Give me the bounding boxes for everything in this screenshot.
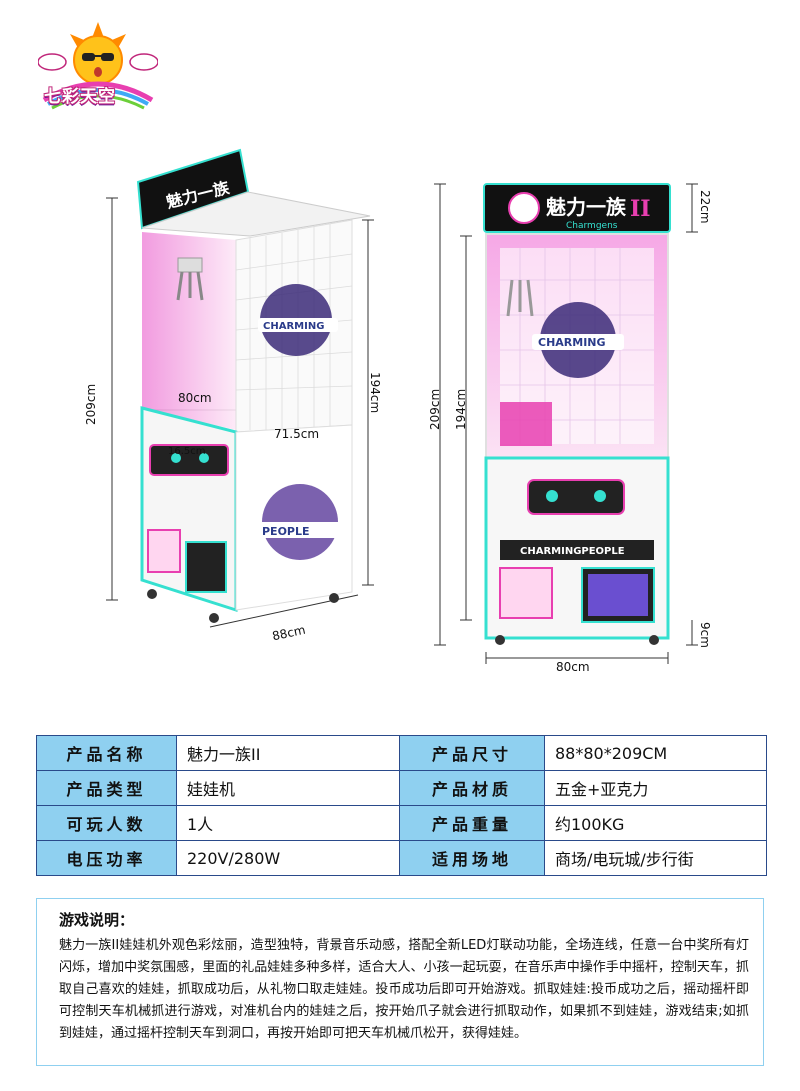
- description-title: 游戏说明：: [59, 911, 135, 929]
- right-width-label: 80cm: [556, 660, 590, 674]
- spec-value: 约100KG: [544, 805, 767, 841]
- spec-table: 产品名称 魅力一族II 产品尺寸 88*80*209CM 产品类型 娃娃机 产品…: [36, 735, 767, 876]
- right-base-label: 9cm: [698, 622, 712, 648]
- spec-value: 魅力一族II: [176, 735, 400, 771]
- right-strip-text: CHARMINGPEOPLE: [520, 546, 625, 557]
- right-cabinet-height-label: 194cm: [454, 388, 468, 430]
- left-height-label: 209cm: [84, 383, 98, 425]
- left-sticker-bottom: PEOPLE: [262, 525, 310, 538]
- table-row: 产品名称 魅力一族II 产品尺寸 88*80*209CM: [36, 735, 767, 771]
- spec-label: 适用场地: [399, 840, 545, 876]
- right-header-label: 22cm: [698, 190, 712, 224]
- spec-value: 220V/280W: [176, 840, 400, 876]
- spec-value: 1人: [176, 805, 400, 841]
- spec-label: 产品名称: [36, 735, 177, 771]
- right-marquee-en: Charmgens: [566, 221, 618, 231]
- spec-label: 产品重量: [399, 805, 545, 841]
- left-cabinet-height-label: 194cm: [368, 372, 382, 414]
- spec-value: 商场/电玩城/步行街: [544, 840, 767, 876]
- left-panel-width-label: 16.5cm: [168, 446, 206, 457]
- right-marquee-numeral: II: [630, 196, 651, 222]
- product-illustration: 魅力一族 CHARMING PEOPLE: [0, 140, 800, 700]
- logo-text: 七彩天空: [44, 87, 116, 107]
- table-row: 可玩人数 1人 产品重量 约100KG: [36, 805, 767, 841]
- table-row: 产品类型 娃娃机 产品材质 五金+亚克力: [36, 770, 767, 806]
- description-body: 魅力一族II娃娃机外观色彩炫丽，造型独特，背景音乐动感，搭配全新LED灯联动功能…: [59, 938, 749, 1041]
- left-inner-width-label: 80cm: [178, 391, 212, 405]
- spec-label: 产品尺寸: [399, 735, 545, 771]
- spec-value: 五金+亚克力: [544, 770, 767, 806]
- spec-label: 产品类型: [36, 770, 177, 806]
- spec-label: 电压功率: [36, 840, 177, 876]
- left-sticker-top: CHARMING: [263, 321, 324, 332]
- right-marquee-text: 魅力一族: [546, 195, 627, 219]
- left-bottom-width-label: 71.5cm: [274, 427, 320, 441]
- right-sticker-top: CHARMING: [538, 336, 606, 349]
- table-row: 电压功率 220V/280W 适用场地 商场/电玩城/步行街: [36, 840, 767, 876]
- spec-value: 娃娃机: [176, 770, 400, 806]
- spec-label: 产品材质: [399, 770, 545, 806]
- brand-logo: 七彩天空: [37, 20, 159, 115]
- game-description: 游戏说明： 魅力一族II娃娃机外观色彩炫丽，造型独特，背景音乐动感，搭配全新LE…: [36, 898, 764, 1066]
- right-height-label: 209cm: [428, 388, 442, 430]
- spec-value: 88*80*209CM: [544, 735, 767, 771]
- spec-label: 可玩人数: [36, 805, 177, 841]
- claw-machine-drawing: 魅力一族 CHARMING PEOPLE: [106, 148, 698, 664]
